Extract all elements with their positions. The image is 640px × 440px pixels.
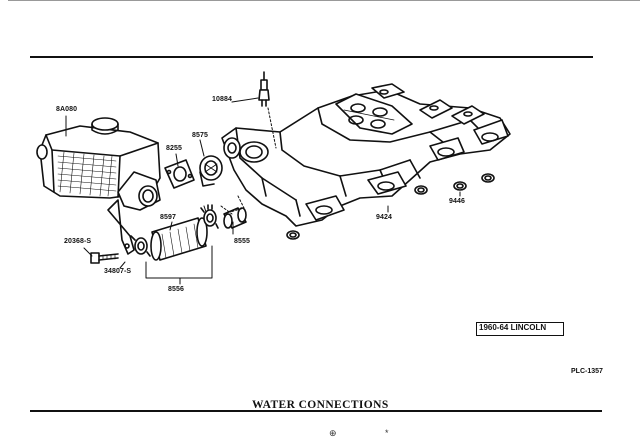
part-label-9424: 9424	[376, 214, 392, 221]
bypass-hose	[223, 207, 247, 229]
thermostat	[199, 155, 223, 187]
asterisk-mark: *	[385, 428, 389, 438]
plate-id: PLC-1357	[571, 368, 603, 375]
top-rule	[30, 56, 593, 58]
part-label-8575: 8575	[192, 132, 208, 139]
gasket	[164, 159, 195, 189]
hose	[150, 217, 208, 261]
hose-clamp-right	[200, 204, 219, 229]
part-label-8597: 8597	[160, 214, 176, 221]
hose-clamp-left	[130, 235, 151, 257]
intake-manifold	[221, 83, 511, 227]
part-label-10884: 10884	[212, 96, 232, 103]
part-label-8255: 8255	[166, 145, 182, 152]
part-label-9446: 9446	[449, 198, 465, 205]
diagram-title: WATER CONNECTIONS	[252, 399, 389, 411]
leader-lines	[65, 97, 461, 285]
part-label-8556: 8556	[168, 286, 184, 293]
reservoir-tank	[36, 117, 161, 255]
temperature-sender	[258, 71, 270, 107]
manifold-washers	[286, 173, 495, 240]
part-label-8a080: 8A080	[56, 106, 78, 113]
scan-edge-line	[8, 0, 640, 1]
registration-mark: ⊕	[329, 428, 337, 438]
part-label-34807-s: 34807-S	[104, 268, 132, 275]
part-label-8555: 8555	[234, 238, 250, 245]
bolt	[90, 252, 119, 264]
bottom-rule	[30, 410, 602, 412]
model-caption: 1960-64 LINCOLN	[479, 323, 547, 332]
caption-frame	[476, 322, 564, 336]
part-label-20368-s: 20368-S	[64, 238, 92, 245]
